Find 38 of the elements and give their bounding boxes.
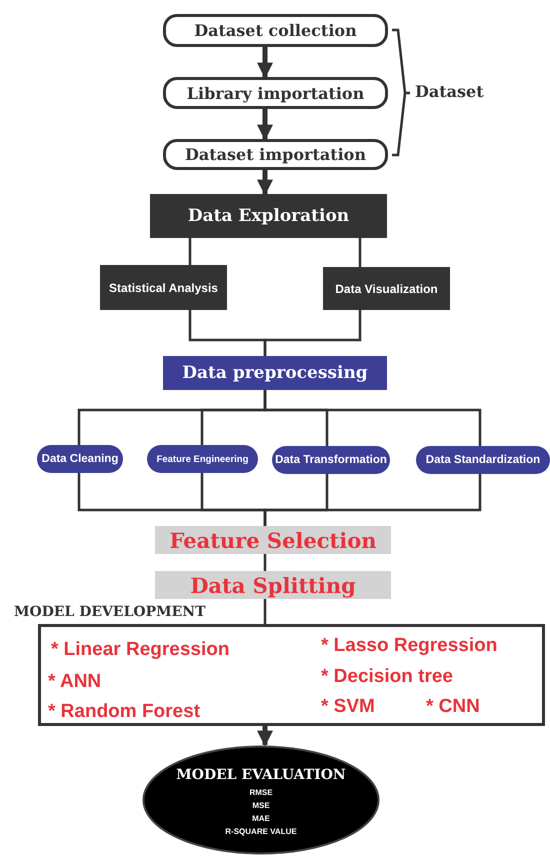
metric-name: MSE <box>252 800 270 812</box>
metric-name: MAE <box>252 813 270 825</box>
arrow <box>257 47 273 79</box>
process-box: Data Visualization <box>323 267 450 310</box>
process-box: Statistical Analysis <box>100 265 227 310</box>
process-box: Data preprocessing <box>163 356 387 390</box>
connector-line <box>264 474 482 526</box>
model-item: * Linear Regression <box>51 639 230 661</box>
process-pill: Data Transformation <box>272 446 390 474</box>
ellipse-heading: MODEL EVALUATION <box>176 767 346 783</box>
process-pill: Data Standardization <box>416 446 550 474</box>
connector-line <box>264 599 266 624</box>
metric-name: R-SQUARE VALUE <box>225 826 297 838</box>
model-item: * CNN <box>426 696 480 718</box>
process-box: Dataset collection <box>163 14 388 47</box>
group-label: Dataset <box>415 82 484 101</box>
process-pill: Data Cleaning <box>37 445 123 473</box>
process-box: Data Exploration <box>150 194 387 238</box>
process-box: Dataset importation <box>163 139 388 170</box>
process-box: Feature Selection <box>155 526 391 554</box>
connector-line <box>358 238 362 267</box>
model-item: * Lasso Regression <box>321 635 498 657</box>
model-item: * Random Forest <box>48 701 200 723</box>
model-item: * ANN <box>48 671 102 693</box>
connector-line <box>264 310 362 356</box>
model-item: * Decision tree <box>321 666 453 688</box>
arrow <box>257 726 273 747</box>
process-pill: Feature Engineering <box>147 445 258 473</box>
process-box: Library importation <box>163 77 388 109</box>
process-box: Data Splitting <box>155 571 391 599</box>
connector-line <box>264 390 482 446</box>
connector-line <box>264 554 266 571</box>
section-heading: MODEL DEVELOPMENT <box>14 604 206 620</box>
model-item: * SVM <box>321 696 375 718</box>
connector-line <box>188 238 192 265</box>
metric-name: RMSE <box>249 787 273 799</box>
arrow <box>257 109 273 141</box>
arrow <box>257 170 273 196</box>
